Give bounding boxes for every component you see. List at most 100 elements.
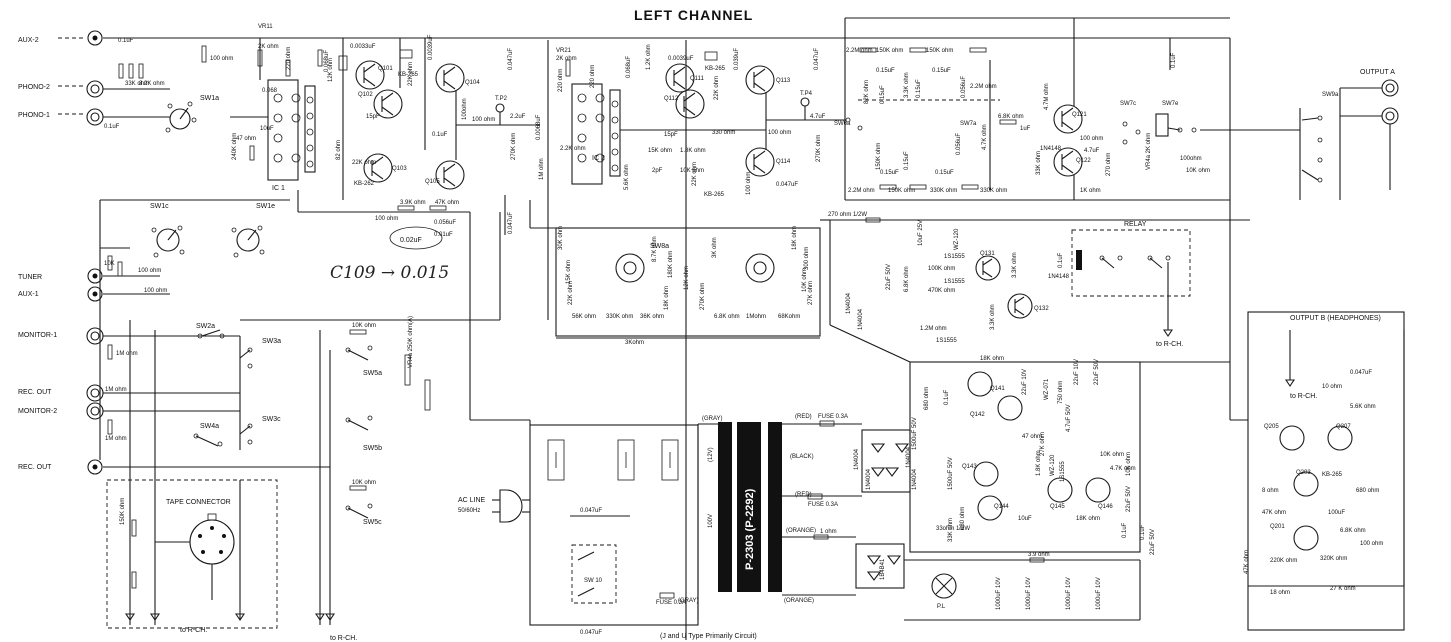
svg-text:4.7uF 50V: 4.7uF 50V — [1066, 404, 1072, 432]
svg-text:68Kohm: 68Kohm — [778, 314, 800, 320]
svg-text:2pF: 2pF — [652, 168, 663, 174]
rectifier-section: 1N4004 1N4004 1N4004 1N4004 1B4B41 1 ohm… — [813, 429, 1141, 621]
output-b-label: OUTPUT B (HEADPHONES) — [1290, 315, 1381, 322]
svg-text:3.3K ohm: 3.3K ohm — [904, 72, 910, 98]
svg-text:220 ohm: 220 ohm — [558, 69, 564, 92]
svg-text:27K ohm: 27K ohm — [1040, 432, 1046, 456]
transistor-q146: Q146 — [1098, 504, 1113, 510]
svg-text:0.1uF: 0.1uF — [118, 38, 134, 44]
handwritten-note: C109 → 0.015 — [330, 263, 449, 283]
wire-red-top: (RED) — [795, 414, 812, 420]
svg-text:4.7K ohm: 4.7K ohm — [1110, 466, 1136, 472]
svg-text:1S1555: 1S1555 — [1060, 461, 1066, 482]
svg-text:22uF 50V: 22uF 50V — [1126, 486, 1132, 512]
svg-text:10K ohm: 10K ohm — [1126, 452, 1132, 476]
switch-sw7e: SW7c — [1120, 101, 1136, 107]
svg-text:1M ohm: 1M ohm — [105, 436, 127, 442]
svg-text:18K ohm: 18K ohm — [980, 356, 1004, 362]
svg-text:2.2uF: 2.2uF — [510, 114, 526, 120]
transformer-label: P-2303 (P-2292) — [744, 488, 756, 570]
test-point-tp2: T.P2 — [495, 96, 508, 102]
svg-text:330K ohm: 330K ohm — [930, 188, 957, 194]
svg-text:18K ohm: 18K ohm — [792, 226, 798, 250]
transistor-q121: Q121 — [1072, 112, 1087, 118]
svg-text:150K ohm: 150K ohm — [876, 48, 903, 54]
svg-text:1000uF 10V: 1000uF 10V — [1066, 577, 1072, 610]
transistor-q131: Q131 — [980, 251, 995, 257]
svg-text:1N4004: 1N4004 — [854, 448, 860, 470]
svg-text:270 ohm 1/2W: 270 ohm 1/2W — [828, 212, 867, 218]
svg-text:0.15uF: 0.15uF — [932, 68, 951, 74]
transistor-q201: Q201 — [1270, 524, 1285, 530]
svg-text:0.1uF: 0.1uF — [1140, 524, 1146, 540]
svg-text:47K ohm: 47K ohm — [1244, 550, 1250, 574]
svg-text:100 ohm: 100 ohm — [746, 172, 752, 195]
svg-text:1N4004: 1N4004 — [846, 292, 852, 314]
svg-text:3K ohm: 3K ohm — [712, 237, 718, 258]
transistor-q104: Q104 — [465, 80, 480, 86]
svg-text:0.068uF: 0.068uF — [626, 56, 632, 78]
svg-text:150K ohm: 150K ohm — [888, 188, 915, 194]
svg-text:1500uF 50V: 1500uF 50V — [948, 457, 954, 490]
svg-text:100 ohm: 100 ohm — [768, 130, 791, 136]
svg-text:30K ohm: 30K ohm — [558, 226, 564, 250]
transistor-q101: Q101 — [378, 66, 393, 72]
handwritten-annotations: 0.02uF C109 → 0.015 — [330, 226, 449, 283]
svg-text:15pF: 15pF — [366, 114, 380, 120]
switch-sw1c: SW1c — [150, 203, 169, 210]
protection-relay-section: 270 ohm 1/2W 10uF 25V 22uF 50V 6.8K ohm … — [828, 212, 1231, 420]
svg-text:1N4004: 1N4004 — [858, 308, 864, 330]
svg-text:4.7uF: 4.7uF — [1084, 148, 1100, 154]
tape-connector-block: TAPE CONNECTOR 150K ohm to R-CH. — [106, 479, 278, 634]
label-tuner: TUNER — [18, 274, 42, 281]
fuse-label-top: FUSE 0.3A — [818, 414, 848, 420]
label-monitor-1: MONITOR-1 — [18, 332, 57, 339]
svg-text:8 ohm: 8 ohm — [1262, 488, 1279, 494]
svg-text:1.2M ohm: 1.2M ohm — [920, 326, 947, 332]
svg-text:0.047uF: 0.047uF — [508, 48, 514, 70]
svg-text:33ohm 1/2W: 33ohm 1/2W — [936, 526, 970, 532]
svg-text:1M ohm: 1M ohm — [105, 387, 127, 393]
output-a-section: OUTPUT A SW9a — [1299, 69, 1399, 200]
switch-sw7a: SW6a — [834, 121, 851, 127]
svg-text:270K ohm: 270K ohm — [816, 135, 822, 162]
svg-text:VR11: VR11 — [258, 24, 273, 30]
switch-sw3a: SW3a — [262, 338, 281, 345]
svg-text:240K ohm: 240K ohm — [232, 133, 238, 160]
svg-text:2K ohm: 2K ohm — [556, 56, 577, 62]
svg-text:0.039uF: 0.039uF — [734, 48, 740, 70]
ic2-label: IC 2 — [592, 155, 605, 162]
svg-text:10K ohm: 10K ohm — [1186, 168, 1210, 174]
wire-black: (BLACK) — [790, 454, 814, 460]
svg-text:320K ohm: 320K ohm — [1320, 556, 1347, 562]
label-rec-out-2: REC. OUT — [18, 464, 52, 471]
svg-text:10uF: 10uF — [260, 126, 274, 132]
footer-note: (J and U Type Primarily Circuit) — [660, 633, 757, 640]
transistor-q112: Q112 — [664, 96, 679, 102]
svg-text:100K ohm: 100K ohm — [928, 266, 955, 272]
transistor-q141: Q141 — [990, 386, 1005, 392]
wire-gray-top: (GRAY) — [702, 416, 723, 422]
svg-text:150K ohm: 150K ohm — [120, 498, 126, 525]
power-switch-sw10: SW 10 — [584, 578, 603, 584]
svg-text:0.068: 0.068 — [262, 88, 278, 94]
svg-text:1Mohm: 1Mohm — [746, 314, 766, 320]
svg-text:100ohm: 100ohm — [462, 98, 468, 120]
svg-text:82K ohm: 82K ohm — [864, 80, 870, 104]
svg-text:1 ohm: 1 ohm — [820, 529, 837, 535]
svg-text:8.2K ohm: 8.2K ohm — [139, 81, 165, 87]
inter-section-wiring — [240, 200, 1248, 425]
label-rec-out-1: REC. OUT — [18, 389, 52, 396]
sw5-section: 10K ohm SW5a SW5b 10K ohm SW5c VR4a 250K… — [314, 316, 431, 642]
svg-text:6.8K ohm: 6.8K ohm — [998, 114, 1024, 120]
svg-text:56K ohm: 56K ohm — [572, 314, 596, 320]
vr4a-label: VR4a 250K ohm(A) — [408, 316, 414, 368]
switch-sw1e: SW1e — [256, 203, 275, 210]
svg-text:3.3K ohm: 3.3K ohm — [1012, 252, 1018, 278]
svg-text:22uF 10V: 22uF 10V — [1022, 369, 1028, 395]
svg-text:1N4004: 1N4004 — [906, 446, 912, 468]
svg-text:270K ohm: 270K ohm — [511, 133, 517, 160]
svg-text:1.8K ohm: 1.8K ohm — [1036, 450, 1042, 476]
label-aux-1: AUX-1 — [18, 291, 39, 298]
filter-section: 2.2M ohm 150K ohm 150K ohm 0.15uF 0.15uF… — [834, 17, 1230, 201]
